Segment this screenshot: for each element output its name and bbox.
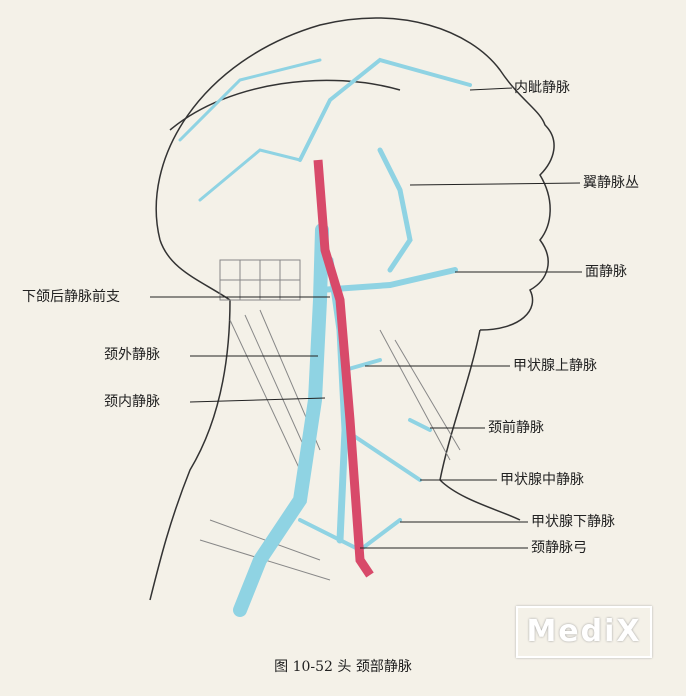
leader-lines — [150, 87, 582, 549]
label-superior-thyroid: 甲状腺上静脉 — [513, 358, 597, 374]
carotid-artery — [313, 159, 374, 578]
veins — [178, 57, 472, 617]
head-outline — [149, 17, 555, 601]
watermark-logo: MediX — [516, 606, 652, 658]
muscle-hatching — [199, 259, 461, 581]
label-inferior-thyroid: 甲状腺下静脉 — [531, 514, 615, 530]
label-retromandibular-anterior: 下颌后静脉前支 — [22, 289, 120, 305]
label-facial-vein: 面静脉 — [585, 264, 627, 280]
label-internal-jugular: 颈内静脉 — [104, 394, 160, 410]
label-jugular-arch: 颈静脉弓 — [531, 540, 587, 556]
label-anterior-jugular: 颈前静脉 — [488, 420, 544, 436]
label-middle-thyroid: 甲状腺中静脉 — [500, 472, 584, 488]
label-pterygoid-plexus: 翼静脉丛 — [583, 175, 639, 191]
figure-caption: 图 10-52 头 颈部静脉 — [274, 659, 412, 675]
label-angular-vein: 内眦静脉 — [514, 80, 570, 96]
label-external-jugular: 颈外静脉 — [104, 347, 160, 363]
